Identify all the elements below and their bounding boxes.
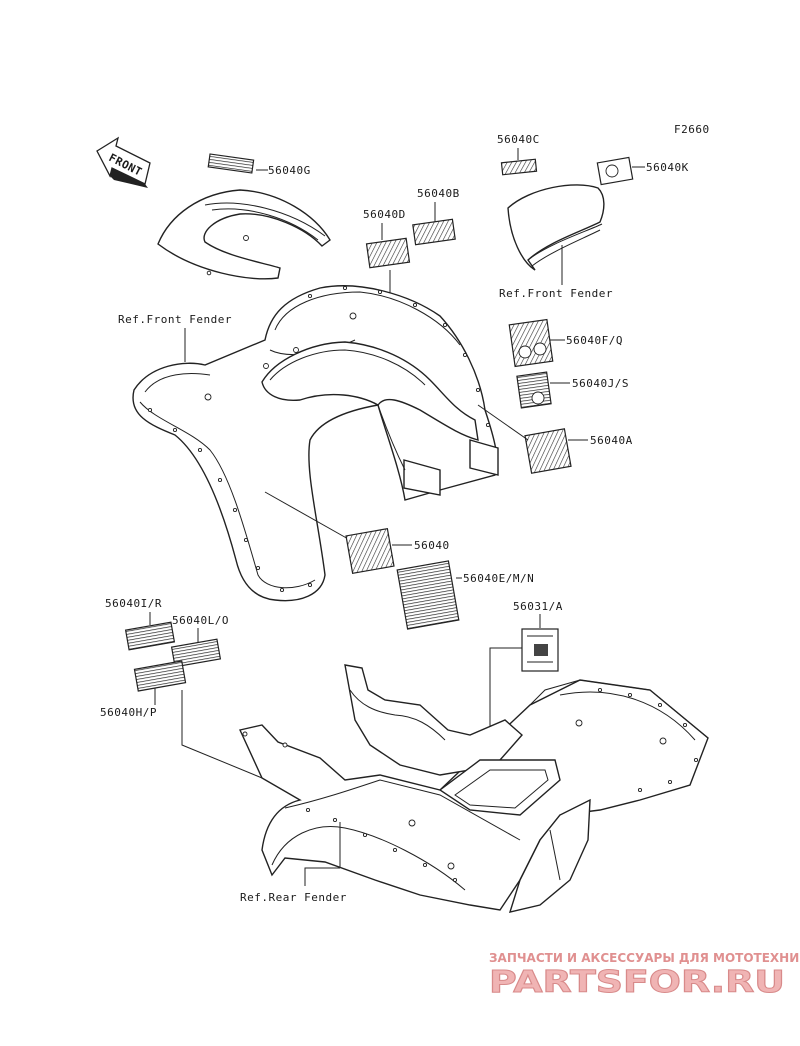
- decal-56040B: [412, 218, 456, 246]
- label-56040: 56040: [414, 539, 450, 552]
- front-fender-main: [132, 285, 499, 602]
- label-56040L-O: 56040L/O: [172, 614, 229, 627]
- label-56040C: 56040C: [497, 133, 540, 146]
- front-fender-cap-right: [507, 184, 605, 271]
- label-56040F-Q: 56040F/Q: [566, 334, 623, 347]
- label-56040B: 56040B: [417, 187, 460, 200]
- label-56040I-R: 56040I/R: [105, 597, 162, 610]
- label-56040A: 56040A: [590, 434, 633, 447]
- label-56040D: 56040D: [363, 208, 406, 221]
- ref-front-fender-left: Ref.Front Fender: [118, 313, 232, 326]
- label-56040E-M-N: 56040E/M/N: [463, 572, 534, 585]
- label-56040G: 56040G: [268, 164, 311, 177]
- decal-56040F-Q: [508, 318, 554, 368]
- front-fender-cover: [157, 189, 331, 280]
- decal-56040I-R: [124, 621, 176, 651]
- watermark-caption: ЗАПЧАСТИ И АКСЕССУАРЫ ДЛЯ МОТОТЕХНИКИ: [489, 951, 800, 965]
- figure-code: F2660: [674, 123, 710, 136]
- label-56031A: 56031/A: [513, 600, 563, 613]
- front-arrow-icon: FRONT: [96, 136, 151, 188]
- decal-56040A: [524, 428, 572, 474]
- rear-fender: [239, 664, 709, 913]
- decal-56040E-M-N: [396, 560, 460, 630]
- ref-front-fender-upper: Ref.Front Fender: [499, 287, 613, 300]
- decal-56040G: [207, 153, 255, 174]
- decal-56040C: [500, 158, 538, 176]
- ref-rear-fender: Ref.Rear Fender: [240, 891, 347, 904]
- watermark-logo: PARTSFOR.RU: [489, 965, 785, 1000]
- label-56040K: 56040K: [646, 161, 689, 174]
- label-56040J-S: 56040J/S: [572, 377, 629, 390]
- label-56040H-P: 56040H/P: [100, 706, 157, 719]
- decal-56040H-P: [133, 660, 187, 692]
- decal-56040L-O: [170, 638, 222, 668]
- decal-56040D: [365, 237, 411, 269]
- decal-56040: [345, 527, 395, 575]
